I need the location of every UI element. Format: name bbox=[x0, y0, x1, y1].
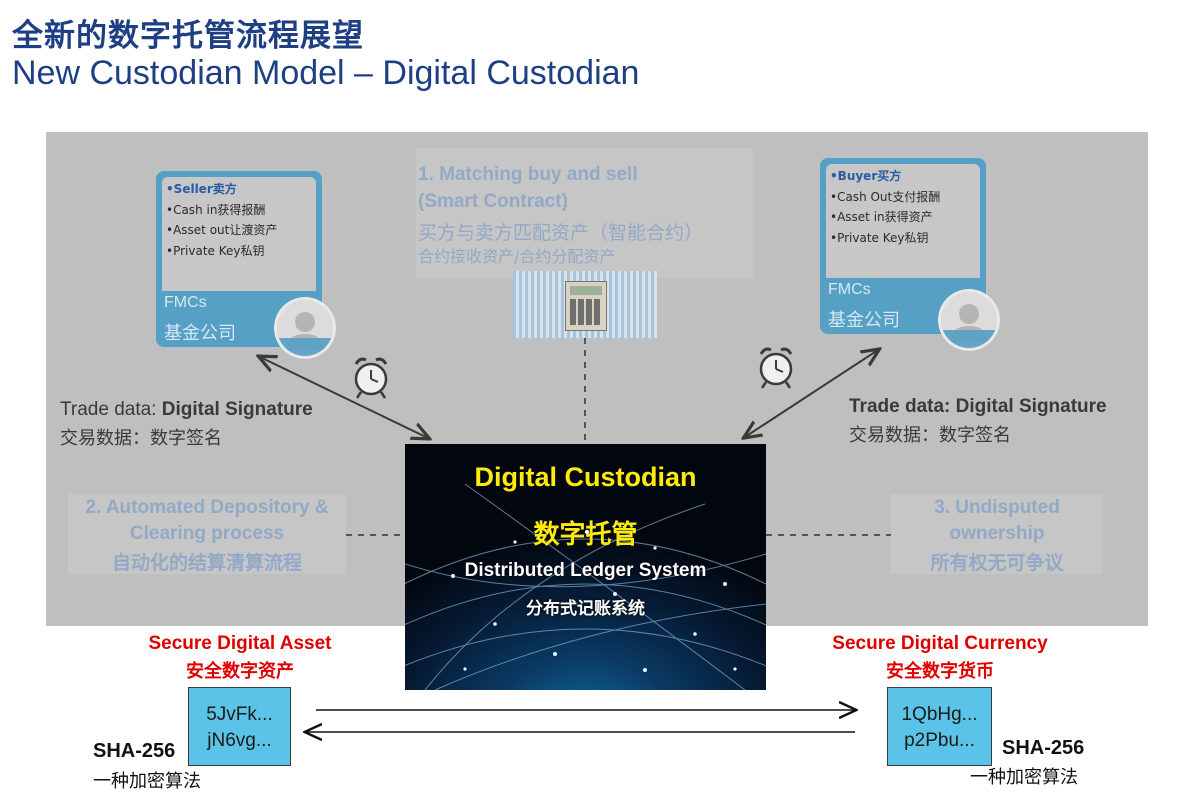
asset-hash-line: 5JvFk... bbox=[206, 704, 273, 725]
asset-sha-label: SHA-256 bbox=[93, 740, 176, 762]
globe-network-image: Digital Custodian 数字托管 Distributed Ledge… bbox=[405, 444, 766, 690]
buyer-item: •Asset in获得资产 bbox=[830, 210, 933, 224]
depository-title: 2. Automated Depository & bbox=[85, 497, 329, 518]
seller-item: •Private Key私钥 bbox=[166, 243, 265, 258]
buyer-role: •Buyer买方 bbox=[830, 169, 902, 183]
trade-data-right-cn: 交易数据：数字签名 bbox=[849, 425, 1011, 446]
ownership-cn: 所有权无可争议 bbox=[930, 552, 1064, 574]
asset-sha-cn: 一种加密算法 bbox=[93, 771, 201, 792]
buyer-item: •Cash Out支付报酬 bbox=[830, 189, 941, 204]
seller-item: •Cash in获得报酬 bbox=[166, 202, 266, 217]
buyer-fmc-cn: 基金公司 bbox=[828, 310, 900, 331]
page-title-cn: 全新的数字托管流程展望 bbox=[12, 18, 364, 54]
buyer-details: •Buyer买方 •Cash Out支付报酬 •Asset in获得资产 •Pr… bbox=[826, 164, 980, 278]
network-lines bbox=[405, 483, 766, 690]
ownership-title: 3. Undisputed bbox=[934, 497, 1060, 518]
custodian-title: Digital Custodian bbox=[474, 462, 697, 492]
seller-card: •Seller卖方 •Cash in获得报酬 •Asset out让渡资产 •P… bbox=[156, 171, 322, 347]
trade-data-left: Trade data: Digital Signature bbox=[60, 399, 313, 420]
secure-currency-label: Secure Digital Currency bbox=[832, 633, 1048, 654]
buyer-item: •Private Key私钥 bbox=[830, 230, 929, 245]
alarm-clock-icon bbox=[759, 347, 793, 389]
secure-asset-label: Secure Digital Asset bbox=[148, 633, 332, 654]
calculator-icon bbox=[513, 271, 657, 338]
matching-cn: 买方与卖方匹配资产（智能合约） bbox=[418, 222, 704, 244]
depository-subtitle: Clearing process bbox=[129, 523, 285, 544]
matching-cn-detail: 合约接收资产/合约分配资产 bbox=[418, 247, 616, 266]
page-title-en: New Custodian Model – Digital Custodian bbox=[12, 54, 640, 92]
currency-sha-cn: 一种加密算法 bbox=[970, 767, 1078, 788]
seller-fmc-cn: 基金公司 bbox=[164, 323, 236, 344]
asset-hash-line: jN6vg... bbox=[207, 730, 272, 751]
seller-custodian-arrow bbox=[260, 357, 428, 438]
secure-currency-cn: 安全数字货币 bbox=[886, 661, 994, 682]
currency-sha-label: SHA-256 bbox=[1002, 737, 1085, 759]
trade-data-right: Trade data: Digital Signature bbox=[849, 396, 1107, 417]
buyer-custodian-arrow bbox=[745, 350, 878, 437]
seller-details: •Seller卖方 •Cash in获得报酬 •Asset out让渡资产 •P… bbox=[162, 177, 316, 291]
seller-item: •Asset out让渡资产 bbox=[166, 223, 278, 237]
user-icon bbox=[941, 292, 997, 348]
depository-box: 2. Automated Depository & Clearing proce… bbox=[68, 494, 346, 574]
ownership-box: 3. Undisputed ownership 所有权无可争议 bbox=[891, 494, 1103, 574]
seller-fmc-label: FMCs bbox=[164, 294, 207, 311]
custodian-subtitle: Distributed Ledger System bbox=[464, 560, 707, 581]
buyer-fmc-label: FMCs bbox=[828, 281, 871, 298]
seller-role: •Seller卖方 bbox=[166, 182, 237, 196]
secure-asset-cn: 安全数字资产 bbox=[186, 661, 294, 682]
asset-hash-box: 5JvFk... jN6vg... bbox=[188, 687, 291, 766]
currency-hash-line: p2Pbu... bbox=[904, 730, 975, 751]
user-icon bbox=[277, 300, 333, 356]
matching-subtitle: (Smart Contract) bbox=[418, 191, 568, 212]
depository-cn: 自动化的结算清算流程 bbox=[111, 552, 302, 574]
matching-box: 1. Matching buy and sell (Smart Contract… bbox=[416, 148, 753, 278]
alarm-clock-icon bbox=[354, 357, 388, 399]
custodian-title-cn: 数字托管 bbox=[533, 520, 638, 550]
ownership-subtitle: ownership bbox=[949, 523, 1045, 544]
matching-title: 1. Matching buy and sell bbox=[418, 164, 638, 185]
currency-hash-line: 1QbHg... bbox=[901, 704, 978, 725]
currency-hash-box: 1QbHg... p2Pbu... bbox=[887, 687, 992, 766]
trade-data-left-cn: 交易数据：数字签名 bbox=[60, 428, 222, 449]
custodian-subtitle-cn: 分布式记账系统 bbox=[526, 599, 645, 619]
